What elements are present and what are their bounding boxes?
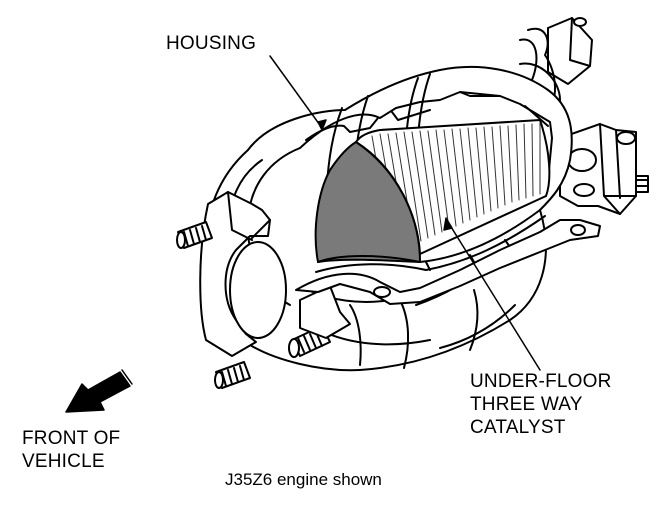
catalyst-label-line-2: THREE WAY <box>470 394 583 415</box>
catalyst-label-line-1: UNDER-FLOOR <box>470 371 612 392</box>
catalyst-leader-line <box>447 221 541 371</box>
right-bracket <box>559 123 649 215</box>
front-of-vehicle-label-line-2: VEHICLE <box>22 451 105 472</box>
diagram-caption: J35Z6 engine shown <box>225 470 382 489</box>
front-flange <box>176 147 351 389</box>
catalyst-label-line-3: CATALYST <box>470 417 566 438</box>
housing-leader-line <box>269 55 323 129</box>
leader-lines <box>269 55 541 371</box>
front-of-vehicle-label-line-1: FRONT OF <box>22 428 121 449</box>
direction-arrow-icon <box>65 369 133 413</box>
housing-label: HOUSING <box>166 33 257 54</box>
catalyst-face <box>314 141 421 263</box>
housing-rim <box>299 91 553 197</box>
lower-strap <box>295 219 601 305</box>
catalyst-core <box>314 119 551 273</box>
